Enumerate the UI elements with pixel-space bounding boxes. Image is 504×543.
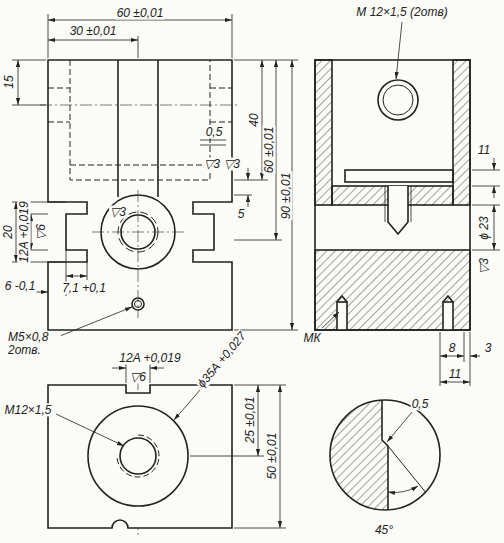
dimension-label: 6 -0,1 xyxy=(4,280,37,293)
section-view xyxy=(315,60,470,330)
dimension-label: 40 xyxy=(248,112,261,127)
dimension-label: 15 xyxy=(3,74,16,89)
dimension-label: 30 ±0,01 xyxy=(69,25,118,38)
top-view xyxy=(48,385,232,528)
dimension-label: 50 ±0,01 xyxy=(266,432,279,481)
dimension-label: M12×1,5 xyxy=(3,404,52,417)
dimension-label: M5×0,8 2отв. xyxy=(7,331,61,357)
dimension-label: 5 xyxy=(237,208,246,221)
dimension-label: 12A +0,019 xyxy=(118,352,181,365)
dimension-label: 90 ±0,01 xyxy=(280,172,293,221)
dimension-label: МК xyxy=(302,332,321,345)
dimension-label: 7,1 +0,1 xyxy=(61,282,107,295)
dimension-label: ▽3 xyxy=(478,257,491,275)
dimension-label: 0,5 xyxy=(411,398,430,411)
dimension-label: ϕ35A +0,027 xyxy=(195,329,250,391)
dimension-label: ▽3 xyxy=(109,206,127,219)
dimension-label: ▽6 xyxy=(35,223,48,241)
dimension-label: 11 xyxy=(477,144,491,157)
dimension-label: 45° xyxy=(374,524,394,537)
dimension-label: 11 xyxy=(448,368,462,381)
dimension-label: 3 xyxy=(484,342,493,355)
dimension-label: 12A +0,019 xyxy=(18,200,31,263)
front-view xyxy=(48,60,232,330)
hidden-lines xyxy=(48,60,232,180)
detail-view xyxy=(320,395,440,520)
dimension-label: ϕ 23 xyxy=(478,215,491,240)
dimension-label: M 12×1,5 (2отв) xyxy=(355,6,448,19)
dimension-lines xyxy=(12,14,500,528)
dimension-label: ▽3 xyxy=(223,158,241,171)
dimension-label: 0,5 xyxy=(205,126,224,139)
dimension-label: 60 ±0,01 xyxy=(116,7,165,20)
dimension-label: ▽3 xyxy=(203,158,221,171)
dimension-label: 20 xyxy=(2,224,15,239)
dimension-label: 60 ±0,01 xyxy=(263,126,276,175)
dimension-label: 8 xyxy=(448,342,457,355)
leader-lines xyxy=(56,22,412,446)
dimension-label: ▽6 xyxy=(129,371,147,384)
dimension-label: 25 ±0,01 xyxy=(244,396,257,445)
